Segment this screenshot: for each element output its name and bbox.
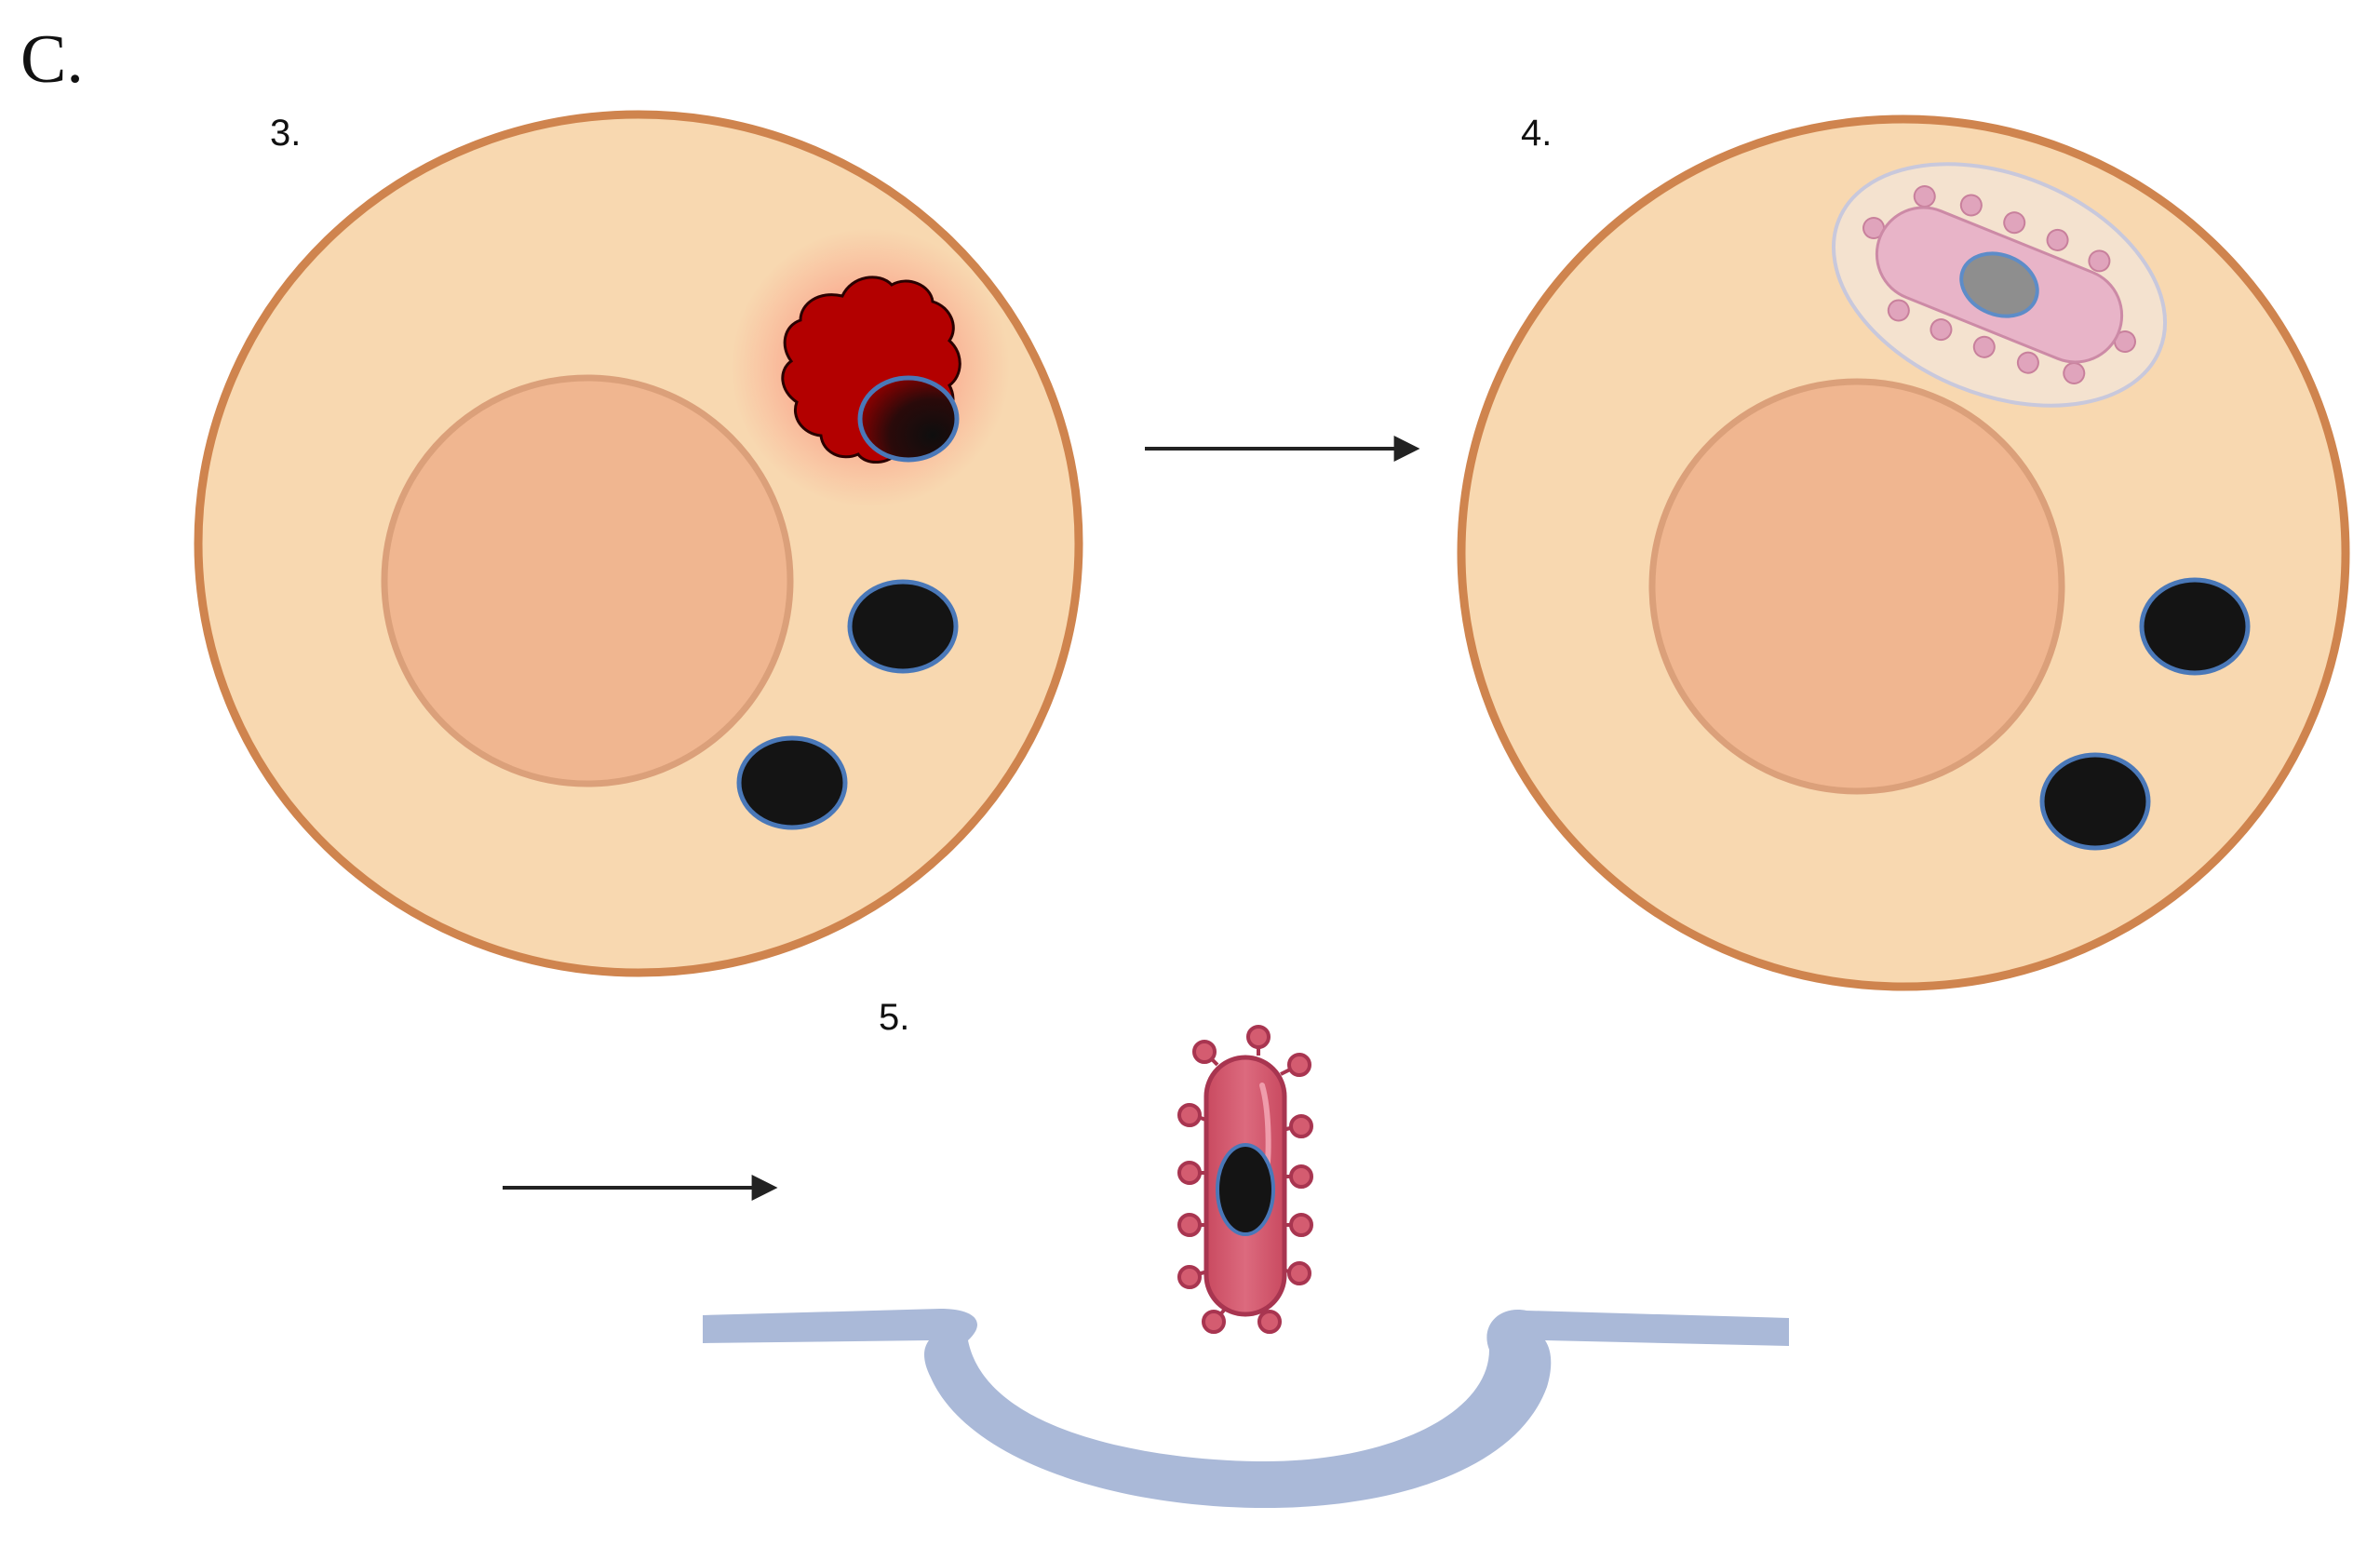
- bacterium-nucleoid: [1216, 1143, 1275, 1236]
- panel-letter: C.: [20, 21, 84, 98]
- step-label-4: 4.: [1521, 113, 1552, 154]
- vacuole: [1831, 162, 2168, 408]
- bacterium-pilus: [1287, 1261, 1311, 1285]
- bacterium-pilus: [1177, 1161, 1202, 1185]
- bacterium-pilus: [2046, 228, 2069, 251]
- granule-black: [2139, 577, 2251, 676]
- bacterium-pilus: [2088, 249, 2111, 273]
- ruptured-granule: [731, 228, 1010, 507]
- bacterium-pilus: [1972, 335, 1996, 358]
- cell-step-3: [194, 110, 1083, 977]
- bacterium-pilus: [1177, 1265, 1202, 1289]
- step-label-5: 5.: [879, 997, 909, 1038]
- granule-dark: [857, 375, 960, 463]
- bacterium-pilus: [1177, 1213, 1202, 1237]
- cell-nucleus: [381, 374, 794, 787]
- bacterium-pilus: [1913, 185, 1936, 209]
- cell-step-4: [1457, 114, 2350, 991]
- bacterium-pilus: [1257, 1310, 1282, 1334]
- released-bacterium: [1177, 1025, 1313, 1334]
- bacterium-pilus: [2063, 361, 2086, 384]
- bacterium-pilus: [1289, 1164, 1313, 1189]
- bacterium-pilus: [2016, 351, 2039, 374]
- bacterium-in-vacuole: [1862, 185, 2136, 384]
- membrane-pit: [703, 1309, 1789, 1508]
- granule-black: [736, 735, 848, 830]
- bacterium-pilus: [1202, 1310, 1226, 1334]
- granule-black: [847, 579, 959, 674]
- bacterium-pilus: [1177, 1103, 1202, 1127]
- bacterium-pilus: [2003, 211, 2026, 235]
- bacterium-pilus: [1289, 1114, 1313, 1138]
- bacterium-pilus: [1287, 1053, 1311, 1077]
- bacterium-nucleoid: [1959, 251, 2039, 318]
- bacterium-pilus: [1930, 318, 1953, 342]
- bacterium-pilus: [1289, 1213, 1313, 1237]
- cell-nucleus: [1648, 378, 2065, 795]
- granule-black: [2039, 752, 2151, 851]
- bacterium-pili: [1177, 1025, 1313, 1334]
- host-membrane: [703, 1309, 1789, 1508]
- bacterium-pilus: [1246, 1025, 1271, 1049]
- bacterium-pilus: [1887, 299, 1910, 322]
- bacterium-pilus: [1192, 1040, 1217, 1064]
- bacterium-pilus: [1959, 194, 1983, 217]
- step-label-3: 3.: [270, 113, 301, 154]
